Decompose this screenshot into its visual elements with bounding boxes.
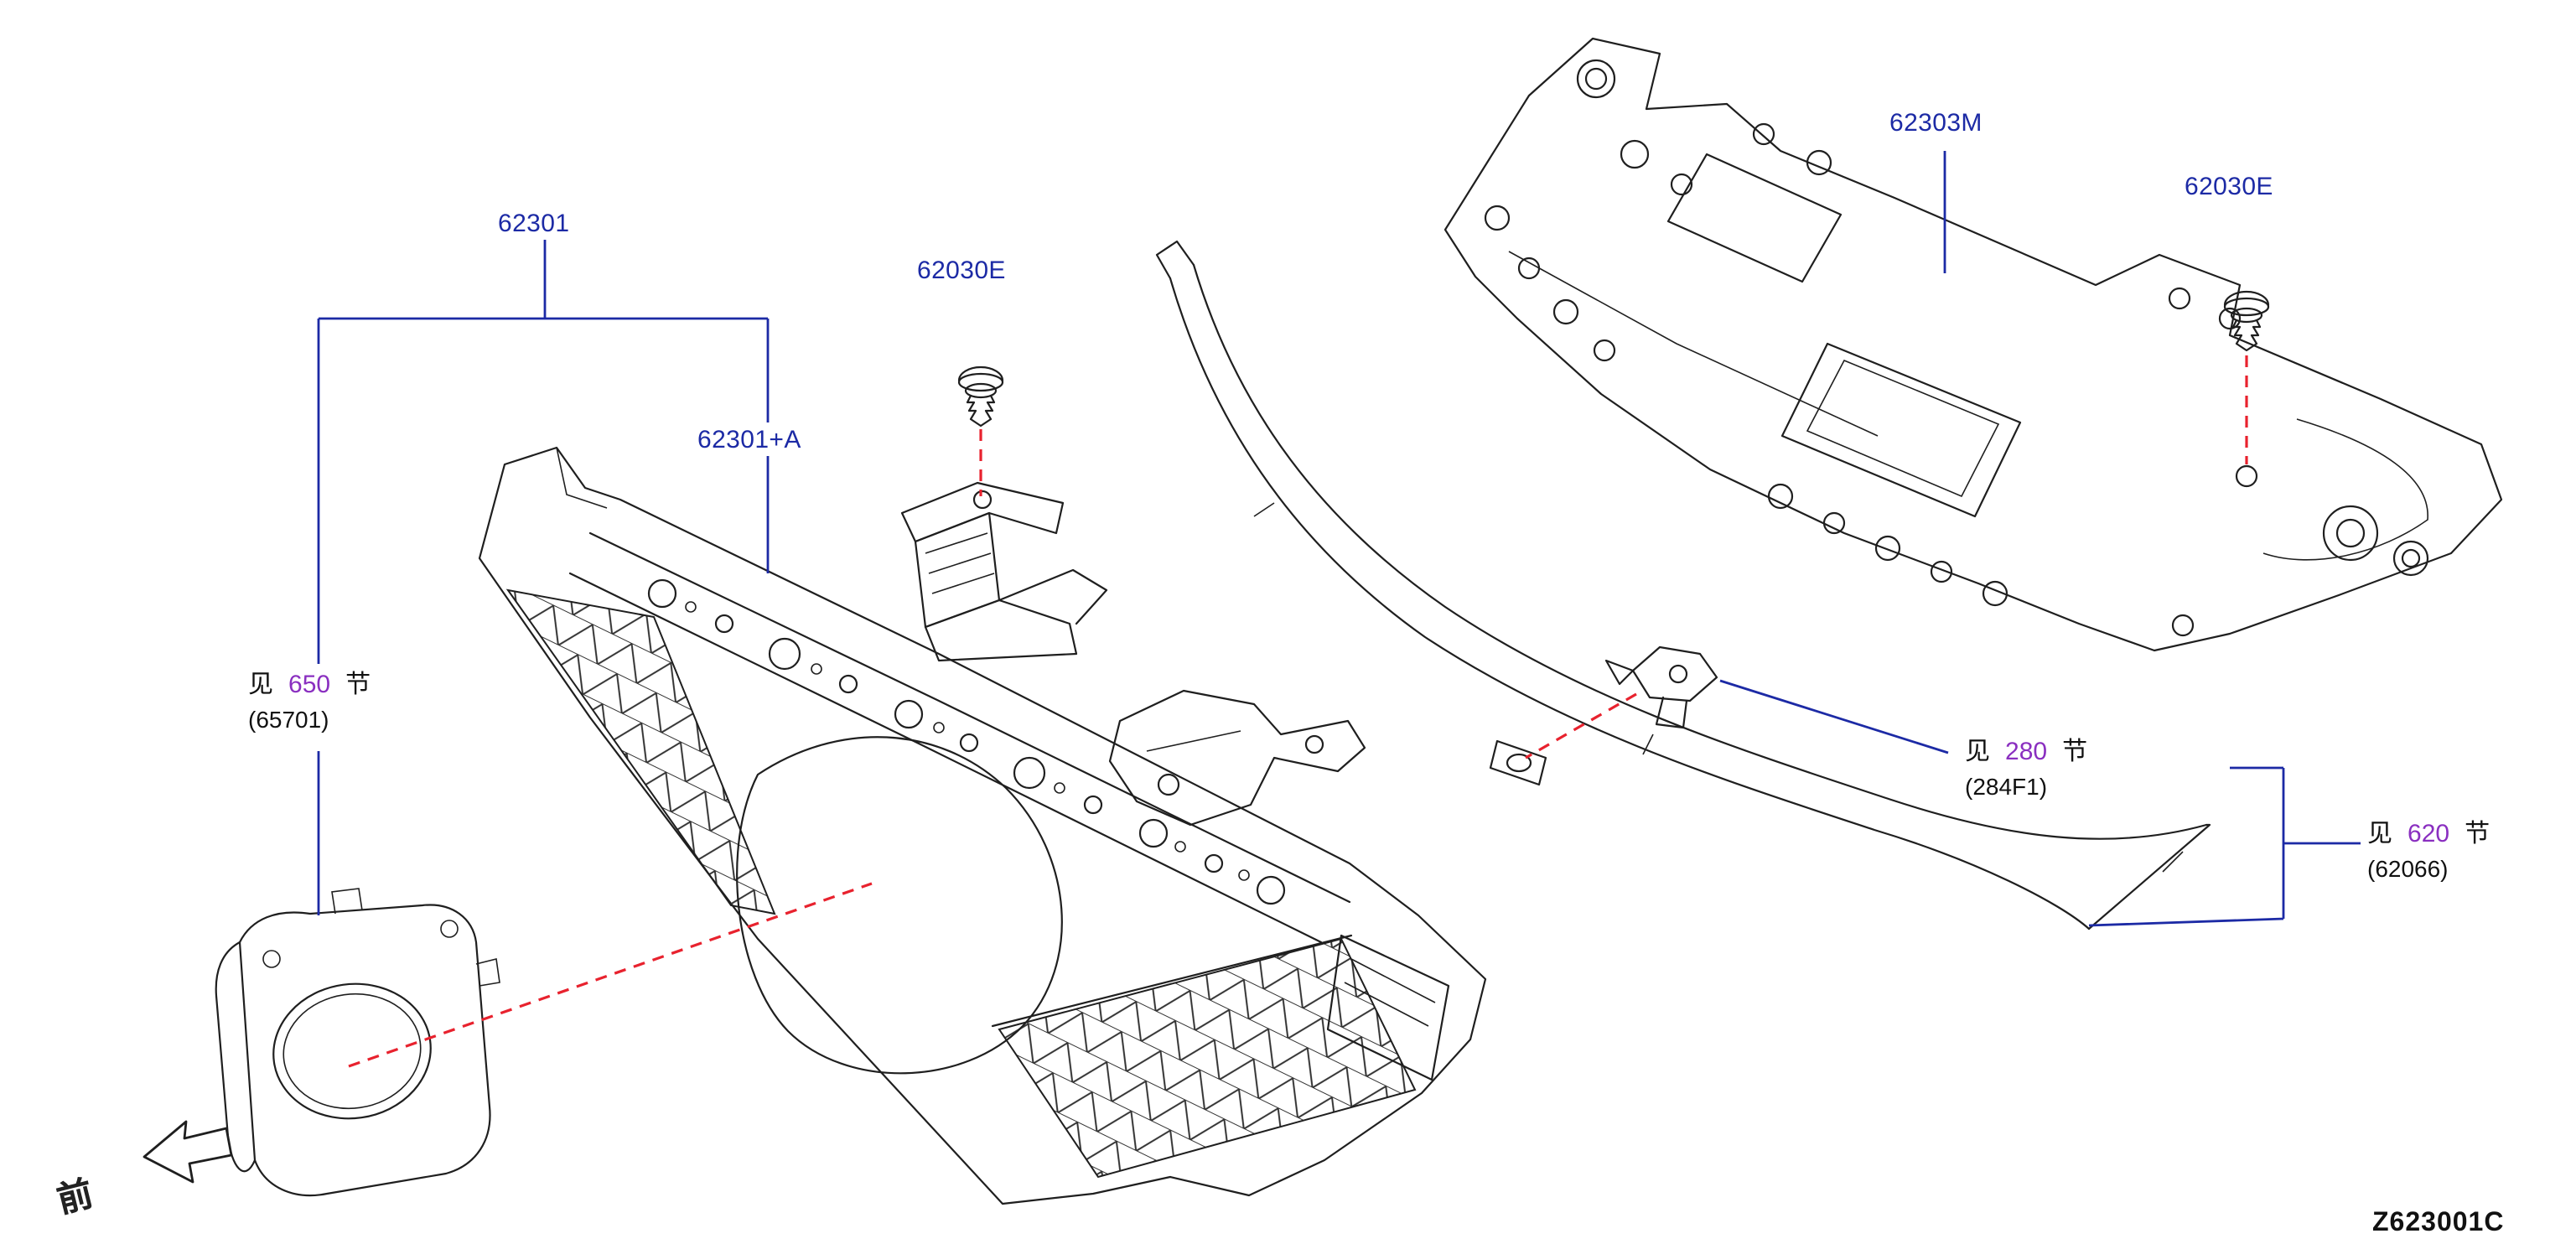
section-ref-650-part: (65701) xyxy=(248,706,329,733)
unit-char: 节 xyxy=(2465,820,2490,848)
part-label-62301A[interactable]: 62301+A xyxy=(697,426,801,454)
molding-strip-drawing xyxy=(1155,240,2211,930)
section-ref-620[interactable]: 见 620 节 (62066) xyxy=(2367,815,2490,882)
section-ref-620-part: (62066) xyxy=(2367,855,2449,882)
section-number: 280 xyxy=(2005,738,2048,766)
section-ref-620-title[interactable]: 见 620 节 xyxy=(2367,815,2490,850)
front-arrow xyxy=(143,1120,233,1184)
section-number: 650 xyxy=(288,671,331,699)
section-ref-650-title[interactable]: 见 650 节 xyxy=(248,666,371,701)
part-label-62030E-right[interactable]: 62030E xyxy=(2185,173,2273,201)
fog-bezel-drawing xyxy=(215,888,500,1197)
section-ref-280-title[interactable]: 见 280 节 xyxy=(1965,733,2087,768)
section-ref-280-part: (284F1) xyxy=(1965,773,2048,800)
leader-lines-red xyxy=(348,355,2248,1068)
under-cover-drawing xyxy=(1443,37,2503,652)
section-ref-650[interactable]: 见 650 节 (65701) xyxy=(248,666,371,733)
clip-left-drawing xyxy=(957,365,1004,428)
grille-drawing xyxy=(478,446,1487,1205)
front-arrow-icon xyxy=(143,1120,233,1184)
unit-char: 节 xyxy=(345,671,371,699)
see-char: 见 xyxy=(1965,738,1991,766)
strip-clip-drawing xyxy=(1604,645,1718,729)
see-char: 见 xyxy=(2367,820,2393,848)
bracket-drawing xyxy=(900,481,1366,827)
unit-char: 节 xyxy=(2062,738,2088,766)
part-label-62301[interactable]: 62301 xyxy=(498,210,570,238)
part-label-62030E-left[interactable]: 62030E xyxy=(917,257,1006,285)
see-char: 见 xyxy=(248,671,274,699)
diagram-code: Z623001C xyxy=(2372,1209,2505,1237)
section-ref-280[interactable]: 见 280 节 (284F1) xyxy=(1965,733,2087,800)
section-number: 620 xyxy=(2408,820,2450,848)
leader-lines-blue xyxy=(317,151,2361,927)
part-label-62303M[interactable]: 62303M xyxy=(1889,109,1983,137)
